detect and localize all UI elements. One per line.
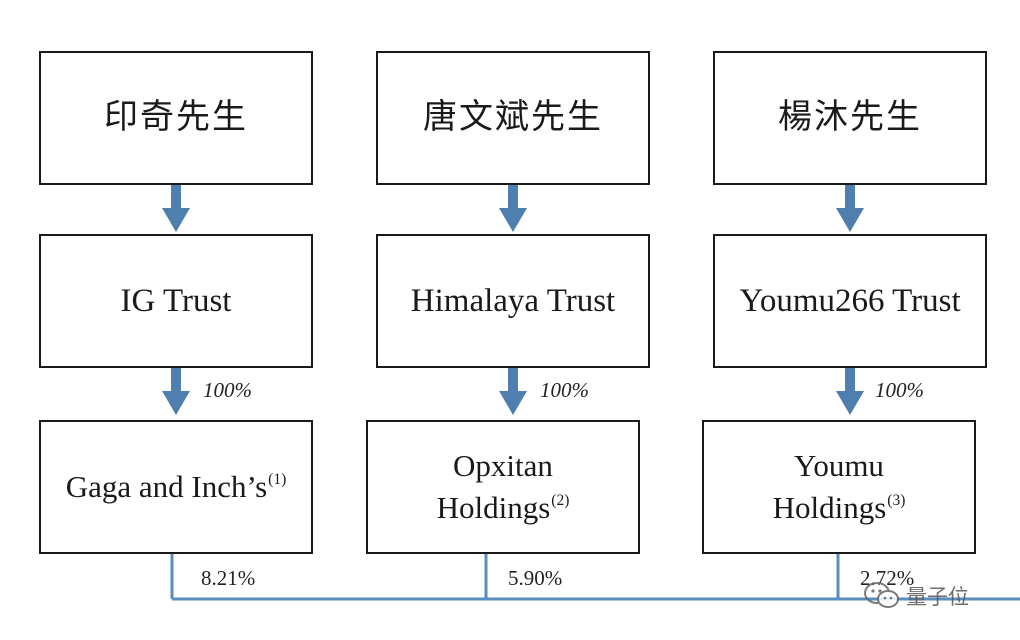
stake-pct-1: 8.21% [201, 566, 256, 590]
arrow-down-icon [499, 368, 527, 415]
arrow-down-icon [836, 368, 864, 415]
arrow-down-icon [836, 185, 864, 232]
footnote-marker: (3) [887, 491, 906, 509]
person-name: 楊沐先生 [778, 97, 922, 138]
arrow-down-icon [499, 185, 527, 232]
trust-name: Himalaya Trust [410, 282, 616, 319]
holding-box-2: Opxitan Holdings(2) [366, 420, 640, 554]
person-box-1: 印奇先生 [39, 51, 313, 185]
footnote-marker: (2) [551, 491, 570, 509]
holding-box-1: Gaga and Inch’s(1) [39, 420, 313, 554]
holding-box-3: Youmu Holdings(3) [702, 420, 976, 554]
watermark-text: 量子位 [906, 585, 969, 609]
trust-box-1: IG Trust [39, 234, 313, 368]
holding-name-line2: Holdings [436, 490, 551, 525]
holding-name-line1: Youmu [794, 448, 884, 484]
trust-box-2: Himalaya Trust [376, 234, 650, 368]
holding-name-line1: Opxitan [453, 448, 553, 484]
arrow-down-icon [162, 185, 190, 232]
person-name: 唐文斌先生 [423, 97, 603, 138]
stake-pct-2: 5.90% [508, 566, 563, 590]
trust-name: Youmu266 Trust [739, 282, 961, 319]
watermark: 量子位 [862, 580, 969, 612]
trust-box-3: Youmu266 Trust [713, 234, 987, 368]
holding-name: Gaga and Inch’s [65, 469, 268, 505]
person-box-3: 楊沐先生 [713, 51, 987, 185]
trust-ownership-pct: 100% [540, 378, 589, 402]
wechat-icon [864, 582, 899, 608]
person-box-2: 唐文斌先生 [376, 51, 650, 185]
holding-name-line2: Holdings [772, 490, 887, 525]
arrow-down-icon [162, 368, 190, 415]
trust-ownership-pct: 100% [875, 378, 924, 402]
person-name: 印奇先生 [104, 97, 248, 138]
trust-name: IG Trust [120, 282, 232, 319]
trust-ownership-pct: 100% [203, 378, 252, 402]
footnote-marker: (1) [268, 470, 287, 488]
